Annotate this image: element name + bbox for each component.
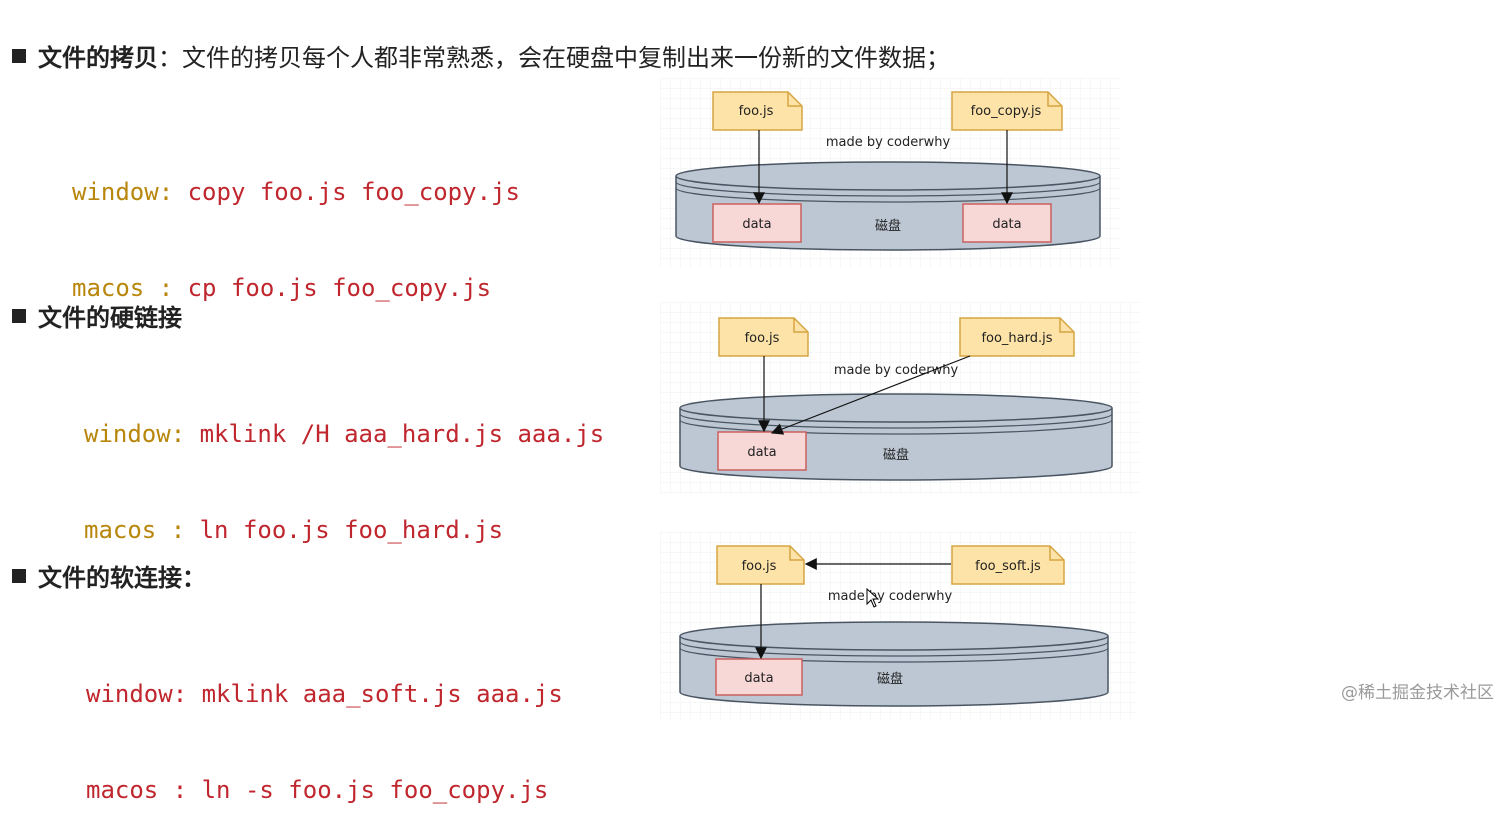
data-block xyxy=(717,431,807,471)
code-block-soft-link: window: mklink aaa_soft.js aaa.js macos … xyxy=(86,614,563,838)
bullet-icon xyxy=(12,308,26,323)
credit-label: made by coderwhy xyxy=(828,589,953,604)
file-note-icon xyxy=(951,91,1063,131)
data-label: data xyxy=(744,671,773,686)
data-block xyxy=(712,203,802,243)
code-block-copy: window: copy foo.js foo_copy.js macos : … xyxy=(72,112,520,336)
disk-label: 磁盘 xyxy=(883,447,909,463)
credit-label: made by coderwhy xyxy=(826,135,951,150)
section-hard-link: 文件的硬链接 xyxy=(12,298,182,333)
code-line: window: copy foo.js foo_copy.js xyxy=(72,178,520,206)
code-line: window: mklink /H aaa_hard.js aaa.js xyxy=(84,420,605,448)
arrow xyxy=(770,355,971,435)
section-title: 文件的拷贝 xyxy=(38,44,158,72)
file-label: foo_hard.js xyxy=(981,331,1052,346)
file-label: foo.js xyxy=(739,104,774,119)
disk-label: 磁盘 xyxy=(875,218,901,234)
credit-label: made by coderwhy xyxy=(834,363,959,378)
code-block-hard-link: window: mklink /H aaa_hard.js aaa.js mac… xyxy=(84,354,604,578)
code-line: macos : ln foo.js foo_hard.js xyxy=(84,516,504,544)
data-label: data xyxy=(992,217,1021,232)
hard-link-diagram: 磁盘 data foo.js foo_hard.js made by coder… xyxy=(660,302,1140,494)
section-description: ：文件的拷贝每个人都非常熟悉，会在硬盘中复制出来一份新的文件数据； xyxy=(158,44,950,72)
watermark: @稀土掘金技术社区 xyxy=(1341,683,1494,703)
copy-diagram: 磁盘 data data foo.js foo_copy.js made by … xyxy=(660,78,1120,268)
disk-label: 磁盘 xyxy=(877,671,903,687)
file-note-icon xyxy=(712,91,803,131)
data-label: data xyxy=(747,445,776,460)
file-label: foo_soft.js xyxy=(975,559,1041,574)
code-line: window: mklink aaa_soft.js aaa.js xyxy=(86,680,563,708)
section-title: 文件的软连接： xyxy=(38,564,206,592)
code-line: macos : cp foo.js foo_copy.js xyxy=(72,274,492,302)
file-note-icon xyxy=(718,317,809,357)
bullet-icon xyxy=(12,568,26,583)
code-line: macos : ln -s foo.js foo_copy.js xyxy=(86,776,549,804)
bullet-icon xyxy=(12,48,26,63)
file-note-icon xyxy=(716,545,805,585)
file-label: foo_copy.js xyxy=(971,104,1042,119)
soft-link-diagram: 磁盘 data foo.js foo_soft.js made by coder… xyxy=(660,532,1136,721)
file-note-icon xyxy=(951,545,1065,585)
section-soft-link: 文件的软连接： xyxy=(12,558,206,593)
file-note-icon xyxy=(959,317,1075,357)
data-label: data xyxy=(742,217,771,232)
file-label: foo.js xyxy=(742,559,777,574)
section-copy: 文件的拷贝：文件的拷贝每个人都非常熟悉，会在硬盘中复制出来一份新的文件数据； xyxy=(12,38,950,73)
file-label: foo.js xyxy=(745,331,780,346)
mouse-cursor-icon xyxy=(866,588,880,608)
section-title: 文件的硬链接 xyxy=(38,304,182,332)
data-block xyxy=(715,658,803,696)
